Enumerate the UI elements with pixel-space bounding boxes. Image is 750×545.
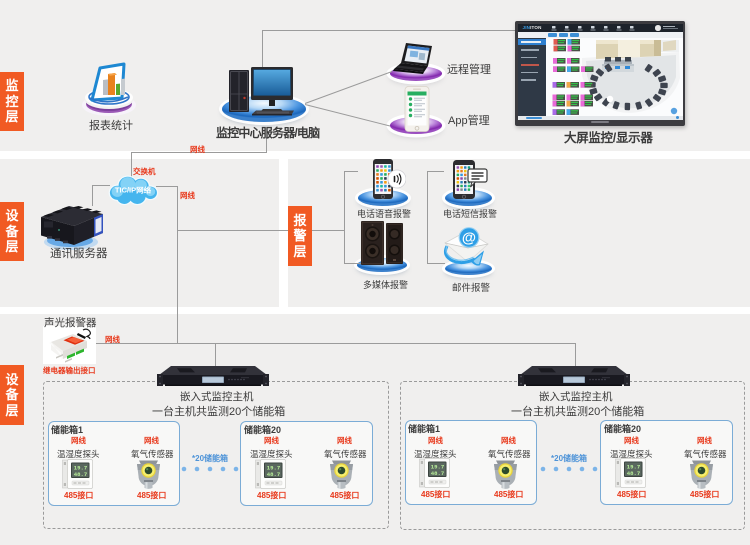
svg-text:TIC/IP网络: TIC/IP网络: [115, 186, 152, 195]
svg-text:@: @: [462, 231, 476, 247]
